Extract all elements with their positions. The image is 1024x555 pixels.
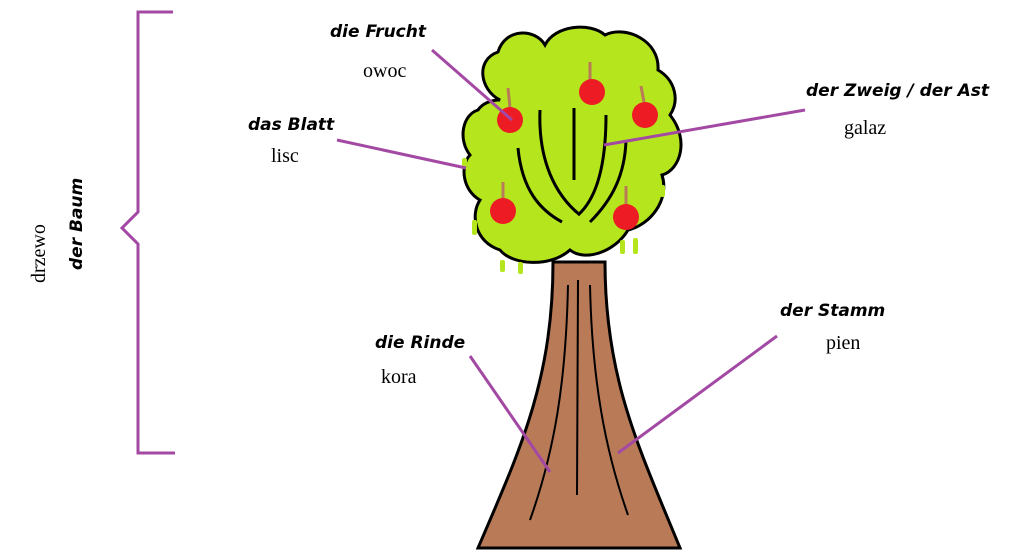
crown	[461, 25, 683, 264]
label-rinde-de: die Rinde	[375, 333, 466, 353]
label-frucht-pl: owoc	[363, 60, 407, 82]
pointer-rinde	[468, 355, 552, 473]
fruit	[579, 62, 605, 105]
label-frucht-de: die Frucht	[330, 22, 426, 42]
label-zweig-pl: galaz	[844, 117, 887, 139]
trunk	[475, 260, 683, 550]
leaf-drips	[462, 158, 665, 274]
label-zweig-de: der Zweig / der Ast	[806, 81, 990, 101]
pointer-frucht	[431, 48, 513, 122]
pointer-lines	[336, 48, 806, 473]
label-stamm-pl: pien	[826, 332, 861, 354]
label-stamm-de: der Stamm	[780, 301, 886, 321]
tree-bracket	[119, 10, 175, 455]
fruit	[490, 182, 516, 224]
pointer-zweig	[603, 108, 806, 147]
fruit	[613, 186, 639, 230]
label-baum-de: der Baum	[67, 177, 87, 270]
branches	[516, 108, 628, 224]
label-blatt-pl: lisc	[271, 145, 299, 167]
pointer-blatt	[336, 138, 467, 170]
label-rinde-pl: kora	[381, 366, 417, 388]
label-baum-pl: drzewo	[28, 224, 50, 283]
label-blatt-de: das Blatt	[248, 115, 335, 135]
pointer-stamm	[617, 334, 778, 455]
bark-lines	[529, 279, 629, 521]
fruit	[632, 85, 658, 128]
